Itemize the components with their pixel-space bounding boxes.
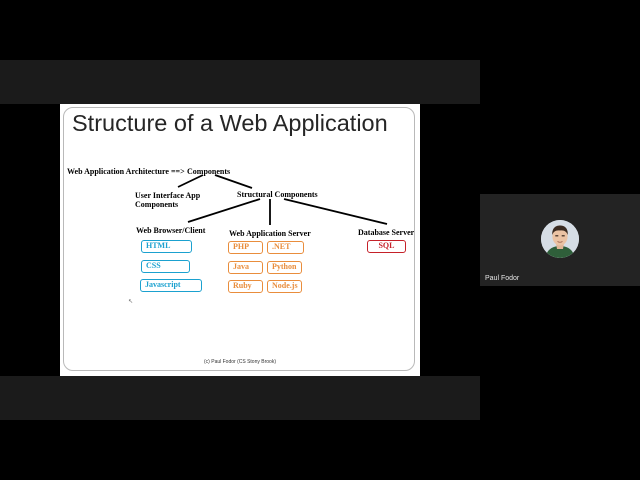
tag-nodejs: Node.js [267,280,302,293]
ui-components-label-line1: User Interface App [135,191,201,200]
tree-connector-lines [177,174,388,225]
participant-avatar [541,220,579,258]
tag-dotnet: .NET [267,241,304,254]
ui-components-label-line2: Components [135,200,179,209]
mouse-pointer-icon: ↖ [128,298,134,305]
tag-html: HTML [141,240,192,253]
components-label: Components [187,167,231,176]
browser-client-label: Web Browser/Client [136,226,206,235]
structural-components-label: Structural Components [237,190,318,199]
shared-slide: Structure of a Web Application Web Appli… [60,104,420,376]
slide-title: Structure of a Web Application [72,110,388,136]
person-icon [541,220,579,258]
tag-css: CSS [141,260,190,273]
slide-footer: (c) Paul Fodor (CS Stony Brook) [204,359,276,365]
tag-python: Python [267,261,302,274]
tag-php: PHP [228,241,263,254]
letterbox-bottom [0,376,480,420]
line-structural-to-browser [187,198,261,223]
app-server-label: Web Application Server [229,229,311,238]
participant-name-label: Paul Fodor [485,275,520,282]
tag-ruby: Ruby [228,280,263,293]
letterbox-top [0,60,480,104]
line-structural-to-db [283,198,388,225]
tag-java: Java [228,261,263,274]
database-server-label: Database Server [358,228,415,237]
slide-frame [63,107,415,371]
line-components-to-ui [177,174,204,188]
arrow-text: ==> [171,167,185,176]
line-components-to-structural [214,174,253,189]
participant-video-tile[interactable]: Paul Fodor [480,194,640,286]
architecture-label: Web Application Architecture [67,167,169,176]
tag-sql: SQL [367,240,406,253]
tag-javascript: Javascript [140,279,202,292]
